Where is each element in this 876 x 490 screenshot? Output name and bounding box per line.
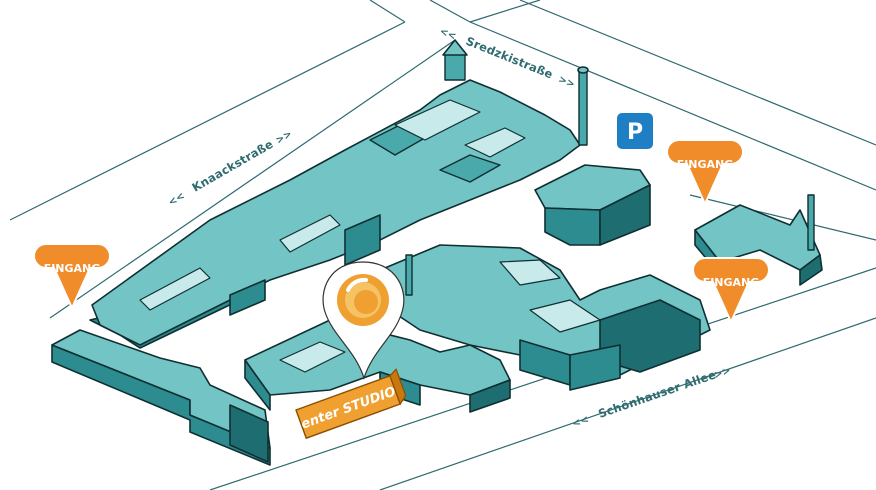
svg-text:Knaackstraße: Knaackstraße bbox=[190, 137, 276, 195]
arrow-left-knaack: << bbox=[167, 191, 187, 209]
arrow-left-schoenhauser: << bbox=[571, 414, 590, 430]
buildings bbox=[51, 39, 823, 466]
arrow-right-sredzki: >> bbox=[557, 74, 577, 90]
entrance-marker-bottom-right[interactable]: EINGANG bbox=[691, 257, 771, 325]
entrance-label: EINGANG bbox=[44, 262, 101, 275]
entrance-label: EINGANG bbox=[677, 158, 734, 171]
entrance-label: EINGANG bbox=[703, 276, 760, 289]
svg-text:Sredzkistraße: Sredzkistraße bbox=[464, 34, 555, 82]
parking-sign[interactable]: P bbox=[615, 111, 655, 151]
arrow-right-knaack: >> bbox=[274, 129, 294, 147]
location-pin-icon[interactable] bbox=[322, 261, 405, 380]
entrance-marker-top-right[interactable]: EINGANG bbox=[665, 139, 745, 207]
entrance-marker-left[interactable]: EINGANG bbox=[32, 243, 112, 311]
road-network bbox=[9, 0, 876, 490]
parking-label: P bbox=[627, 120, 643, 145]
arrow-right-schoenhauser: >> bbox=[713, 365, 732, 381]
